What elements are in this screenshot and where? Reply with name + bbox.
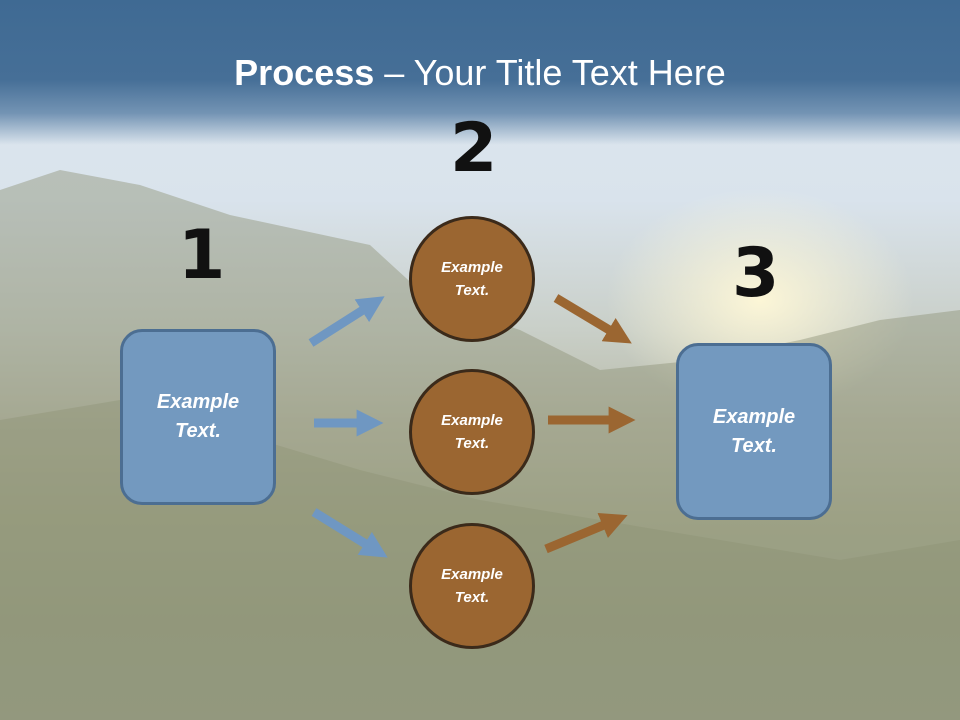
circle-top-line-2: Text. [454,282,490,299]
step-number-1: 1 [178,216,226,295]
title-bar [0,0,960,145]
right-box-line-1: Example [712,405,796,428]
arrow-brown-down [553,294,632,344]
circle-mid-line-1: Example [441,412,503,429]
slide-title: Process – Your Title Text Here [0,52,960,94]
right-box-line-2: Text. [731,434,777,457]
arrow-blue-up [308,296,385,347]
arrow-blue-down [311,508,388,558]
arrow-brown-up [544,513,628,554]
circle-bot-line-2: Text. [454,589,490,606]
circle-mid-line-2: Text. [454,435,490,452]
left-box-line-2: Text. [175,420,221,442]
circle-top-line-1: Example [441,259,503,276]
title-bold: Process [234,52,375,93]
step-number-3: 3 [732,234,780,313]
title-rest: – Your Title Text Here [374,52,726,93]
left-box-line-1: Example [156,391,240,413]
step-number-2: 2 [450,109,498,188]
circle-bot-line-1: Example [441,566,503,583]
